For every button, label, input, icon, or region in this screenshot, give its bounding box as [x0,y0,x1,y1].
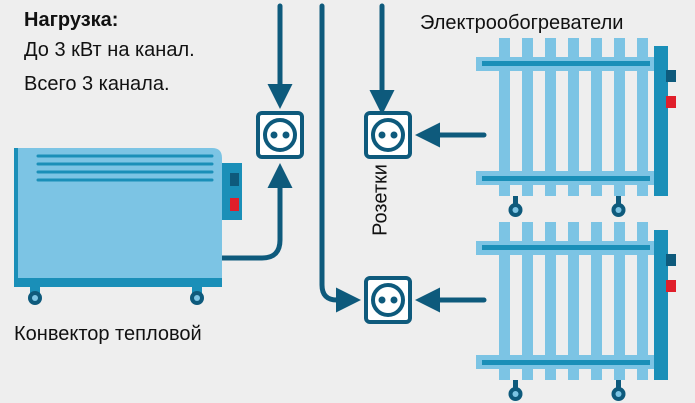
power-socket-icon [364,276,412,324]
load-total-channels-text: Всего 3 канала. [24,73,170,95]
power-socket-icon [364,111,412,159]
heaters-label: Электрообогреватели [420,12,624,34]
oil-radiator-icon [476,222,676,401]
power-socket-icon [256,111,304,159]
convector-icon [14,148,242,305]
load-per-channel-text: До 3 кВт на канал. [24,39,195,61]
convector-label: Конвектор тепловой [14,323,202,345]
sockets-label: Розетки [369,164,392,236]
wire-feed-socket-3 [319,3,361,313]
wires [219,3,487,313]
oil-radiator-icon [476,38,676,217]
wire-convector-to-socket [219,163,293,261]
load-title: Нагрузка: [24,9,119,31]
